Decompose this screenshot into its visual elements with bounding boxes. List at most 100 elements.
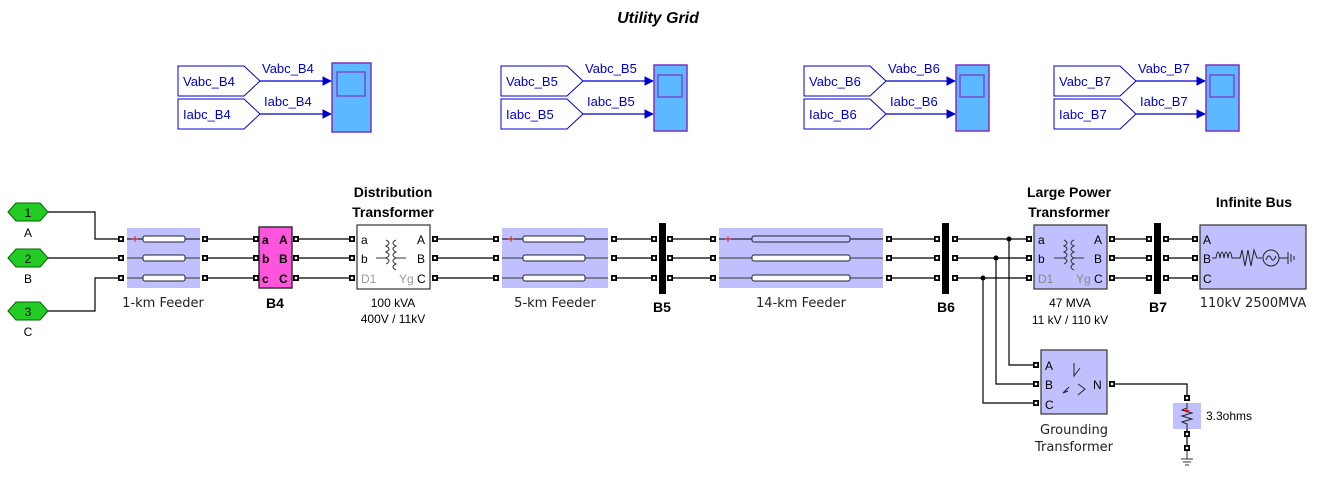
svg-text:B: B <box>1045 378 1053 392</box>
scope-group-b5[interactable]: Vabc_B5 Iabc_B5 Vabc_B5 Iabc_B5 <box>500 61 688 132</box>
svg-text:3: 3 <box>25 305 32 319</box>
goto-tag-iabc-b6[interactable] <box>803 98 887 130</box>
input-port-2[interactable]: 2 B <box>7 248 49 286</box>
grounding-resistor[interactable]: + 3.3ohms <box>1173 395 1252 466</box>
block-label: Transformer <box>1034 440 1114 455</box>
svg-text:C: C <box>1045 398 1054 412</box>
tag-label: Iabc_B7 <box>1059 107 1107 122</box>
svg-text:b: b <box>361 252 368 266</box>
bus-b6[interactable]: B6 <box>934 223 958 315</box>
tag-label: Iabc_B5 <box>506 107 554 122</box>
block-title: Transformer <box>1028 204 1110 220</box>
svg-text:A: A <box>1045 359 1053 373</box>
scope-group-b4[interactable]: Vabc_B4 Iabc_B4 Vabc_B4 Iabc_B4 <box>177 61 372 133</box>
goto-tag-iabc-b4[interactable] <box>177 98 261 130</box>
signal-label: Iabc_B5 <box>587 94 635 109</box>
resistor-icon <box>1180 403 1194 429</box>
large-power-transformer[interactable]: Large Power Transformer a b D1 Yg A B C … <box>1026 184 1115 327</box>
rating-label: 100 kVA <box>371 296 415 310</box>
tag-label: Vabc_B6 <box>809 74 861 89</box>
bus-b5[interactable]: B5 <box>651 223 673 315</box>
feeder-label: 5-km Feeder <box>514 296 596 311</box>
transformer-icon <box>1054 239 1084 271</box>
ac-source-icon <box>1265 255 1277 261</box>
source-impedance-icon <box>1212 248 1262 267</box>
svg-text:C: C <box>1094 272 1103 286</box>
tag-label: Vabc_B7 <box>1059 74 1111 89</box>
feeder-1km[interactable]: + 1-km Feeder <box>118 228 208 311</box>
bus-b7[interactable]: B7 <box>1146 223 1169 315</box>
svg-text:Yg: Yg <box>399 272 414 286</box>
resistor-label: 3.3ohms <box>1206 409 1252 423</box>
svg-text:b: b <box>1038 252 1045 266</box>
infinite-bus[interactable]: Infinite Bus A B C 110kV 2500MVA <box>1192 194 1307 311</box>
svg-text:A: A <box>279 233 288 247</box>
goto-tag-vabc-b7[interactable] <box>1053 65 1137 97</box>
signal-label: Vabc_B4 <box>262 61 314 76</box>
svg-text:D1: D1 <box>1038 272 1054 286</box>
goto-tag-iabc-b5[interactable] <box>500 98 584 130</box>
signal-label: Vabc_B5 <box>585 61 637 76</box>
svg-text:a: a <box>262 233 269 247</box>
scope-icon[interactable] <box>1205 64 1240 132</box>
block-label: Grounding <box>1040 423 1108 438</box>
svg-text:1: 1 <box>25 206 32 220</box>
svg-text:Yg: Yg <box>1076 272 1091 286</box>
svg-text:a: a <box>361 233 368 247</box>
scope-icon[interactable] <box>653 64 688 132</box>
ground-icon <box>1181 451 1193 466</box>
feeder-14km[interactable]: + 14-km Feeder <box>710 228 892 311</box>
feeder-label: 14-km Feeder <box>756 296 847 311</box>
svg-text:B: B <box>279 252 288 266</box>
tag-label: Iabc_B6 <box>809 107 857 122</box>
voltage-label: 400V / 11kV <box>361 312 426 326</box>
signal-label: Iabc_B4 <box>264 94 312 109</box>
svg-text:a: a <box>1038 233 1045 247</box>
bus-b4[interactable]: a b c A B C B4 <box>253 226 299 311</box>
input-port-1[interactable]: 1 A <box>7 202 49 240</box>
goto-tag-vabc-b6[interactable] <box>803 65 887 97</box>
wires <box>48 211 1196 445</box>
scope-group-b7[interactable]: Vabc_B7 Iabc_B7 Vabc_B7 Iabc_B7 <box>1053 61 1240 132</box>
goto-tag-vabc-b4[interactable] <box>177 65 261 97</box>
goto-tag-iabc-b7[interactable] <box>1053 98 1137 130</box>
signal-label: Vabc_B7 <box>1138 61 1190 76</box>
svg-text:+: + <box>507 232 514 246</box>
svg-text:B: B <box>417 252 425 266</box>
port-label: A <box>24 226 32 240</box>
svg-text:C: C <box>279 272 288 286</box>
svg-text:+: + <box>724 232 731 246</box>
svg-text:D1: D1 <box>361 272 377 286</box>
transformer-icon <box>376 239 406 271</box>
zigzag-winding-icon <box>1062 363 1086 396</box>
grounding-transformer[interactable]: A B C N Grounding Transformer <box>1033 349 1115 455</box>
diagram-title: Utility Grid <box>617 10 700 27</box>
bus-label: B7 <box>1149 299 1167 315</box>
tag-label: Vabc_B5 <box>506 74 558 89</box>
signal-label: Vabc_B6 <box>888 61 940 76</box>
tag-label: Vabc_B4 <box>183 74 235 89</box>
svg-text:C: C <box>1203 272 1212 286</box>
svg-text:C: C <box>417 272 426 286</box>
svg-text:2: 2 <box>25 252 32 266</box>
distribution-transformer[interactable]: Distribution Transformer a b D1 Yg A B C… <box>349 184 438 326</box>
ground-icon <box>1279 252 1295 264</box>
feeder-5km[interactable]: + 5-km Feeder <box>493 228 617 311</box>
feeder-label: 1-km Feeder <box>122 296 204 311</box>
block-title: Distribution <box>354 184 433 200</box>
scope-group-b6[interactable]: Vabc_B6 Iabc_B6 Vabc_B6 Iabc_B6 <box>803 61 990 132</box>
svg-text:c: c <box>262 272 269 286</box>
goto-tag-vabc-b5[interactable] <box>500 65 584 97</box>
voltage-label: 11 kV / 110 kV <box>1032 313 1108 327</box>
svg-text:+: + <box>131 232 138 246</box>
bus-label: B4 <box>266 295 284 311</box>
tag-label: Iabc_B4 <box>183 107 231 122</box>
bus-label: B6 <box>937 299 955 315</box>
block-title: Large Power <box>1027 184 1112 200</box>
svg-text:N: N <box>1093 378 1102 392</box>
input-port-3[interactable]: 3 C <box>7 301 49 339</box>
signal-label: Iabc_B7 <box>1140 94 1188 109</box>
rating-label: 110kV 2500MVA <box>1200 296 1307 311</box>
port-label: C <box>24 325 33 339</box>
block-title: Transformer <box>352 204 434 220</box>
